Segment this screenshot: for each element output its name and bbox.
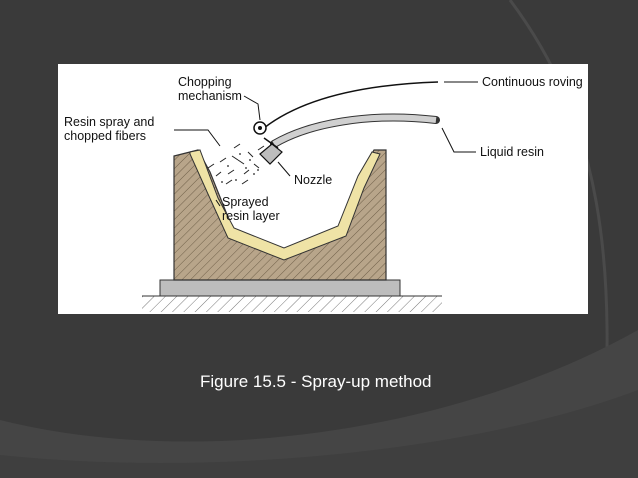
leader-chopping: [243, 95, 261, 121]
spray-dots: [221, 153, 259, 183]
label-chopping-mechanism-2: mechanism: [178, 89, 242, 103]
base-plate: [159, 279, 401, 297]
label-sprayed-layer-2: resin layer: [222, 209, 280, 223]
liquid-resin-hose-fill: [272, 114, 437, 147]
spray-nozzle: [259, 143, 283, 165]
continuous-roving-line: [263, 81, 439, 129]
sprayed-resin-layer: [189, 149, 381, 261]
label-liquid-resin: Liquid resin: [480, 145, 544, 159]
leader-resin-spray: [174, 129, 221, 147]
label-sprayed-layer-1: Sprayed: [222, 195, 269, 209]
label-chopping-mechanism-1: Chopping: [178, 75, 232, 89]
label-resin-spray-2: chopped fibers: [64, 129, 146, 143]
leader-nozzle: [277, 161, 291, 177]
spray-up-diagram: Chopping mechanism Continuous roving Res…: [64, 75, 583, 312]
gun-body: [263, 137, 279, 149]
swoosh-band-lower: [0, 390, 638, 478]
chopping-mechanism-hub: [258, 126, 262, 130]
leader-sprayed-layer: [215, 199, 221, 207]
figure-caption: Figure 15.5 - Spray-up method: [200, 372, 432, 391]
ground-hatch: [142, 296, 442, 312]
label-nozzle: Nozzle: [294, 173, 332, 187]
label-continuous-roving: Continuous roving: [482, 75, 583, 89]
leader-lines: [174, 81, 478, 207]
figure-panel: Chopping mechanism Continuous roving Res…: [58, 64, 588, 314]
leader-liquid-resin: [441, 127, 476, 153]
spray-particles: [207, 143, 270, 185]
label-resin-spray-1: Resin spray and: [64, 115, 154, 129]
